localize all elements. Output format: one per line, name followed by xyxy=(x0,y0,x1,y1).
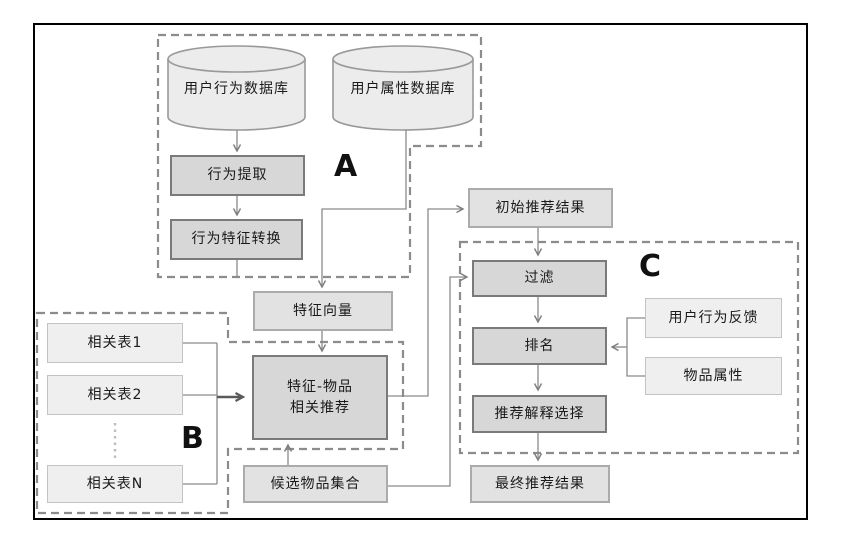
node-rec-explain-select: 推荐解释选择 xyxy=(472,395,607,433)
node-feature-item-rec: 特征-物品 相关推荐 xyxy=(252,355,388,440)
node-related-table-1: 相关表1 xyxy=(47,323,183,363)
node-user-behavior-db: 用户行为数据库 xyxy=(184,81,289,97)
node-item-attr: 物品属性 xyxy=(645,357,782,395)
region-c-outline xyxy=(458,240,800,455)
node-behavior-extract: 行为提取 xyxy=(170,155,305,196)
node-user-behavior-feedback: 用户行为反馈 xyxy=(645,298,782,338)
node-candidate-item-set: 候选物品集合 xyxy=(243,465,388,503)
node-user-attr-db: 用户属性数据库 xyxy=(350,81,456,97)
arrow-candidate-to-filter xyxy=(388,272,469,487)
region-a-label: A xyxy=(334,149,358,184)
line-feedback-bracket xyxy=(626,317,645,377)
region-b-outline xyxy=(35,311,405,515)
node-feature-item-rec-line1: 特征-物品 xyxy=(286,379,354,396)
node-initial-rec-result: 初始推荐结果 xyxy=(468,188,613,228)
user-attr-db-cylinder-icon xyxy=(332,45,474,131)
node-filter: 过滤 xyxy=(472,260,607,297)
node-final-rec-result: 最终推荐结果 xyxy=(470,465,610,503)
connector-lines xyxy=(183,130,645,487)
region-c-label: C xyxy=(639,249,662,284)
node-feature-vector: 特征向量 xyxy=(253,291,393,331)
arrow-rec-to-initial xyxy=(388,204,465,397)
node-feature-item-rec-line2: 相关推荐 xyxy=(290,399,350,416)
diagram-border xyxy=(33,23,808,520)
region-b-label: B xyxy=(181,421,204,456)
arrow-attrdb-to-featurevector xyxy=(317,130,407,289)
node-behavior-feature-convert: 行为特征转换 xyxy=(170,219,303,260)
node-related-table-n: 相关表N xyxy=(47,465,183,503)
node-related-table-2: 相关表2 xyxy=(47,375,183,415)
node-rank: 排名 xyxy=(472,327,607,365)
region-a-outline xyxy=(156,33,483,279)
